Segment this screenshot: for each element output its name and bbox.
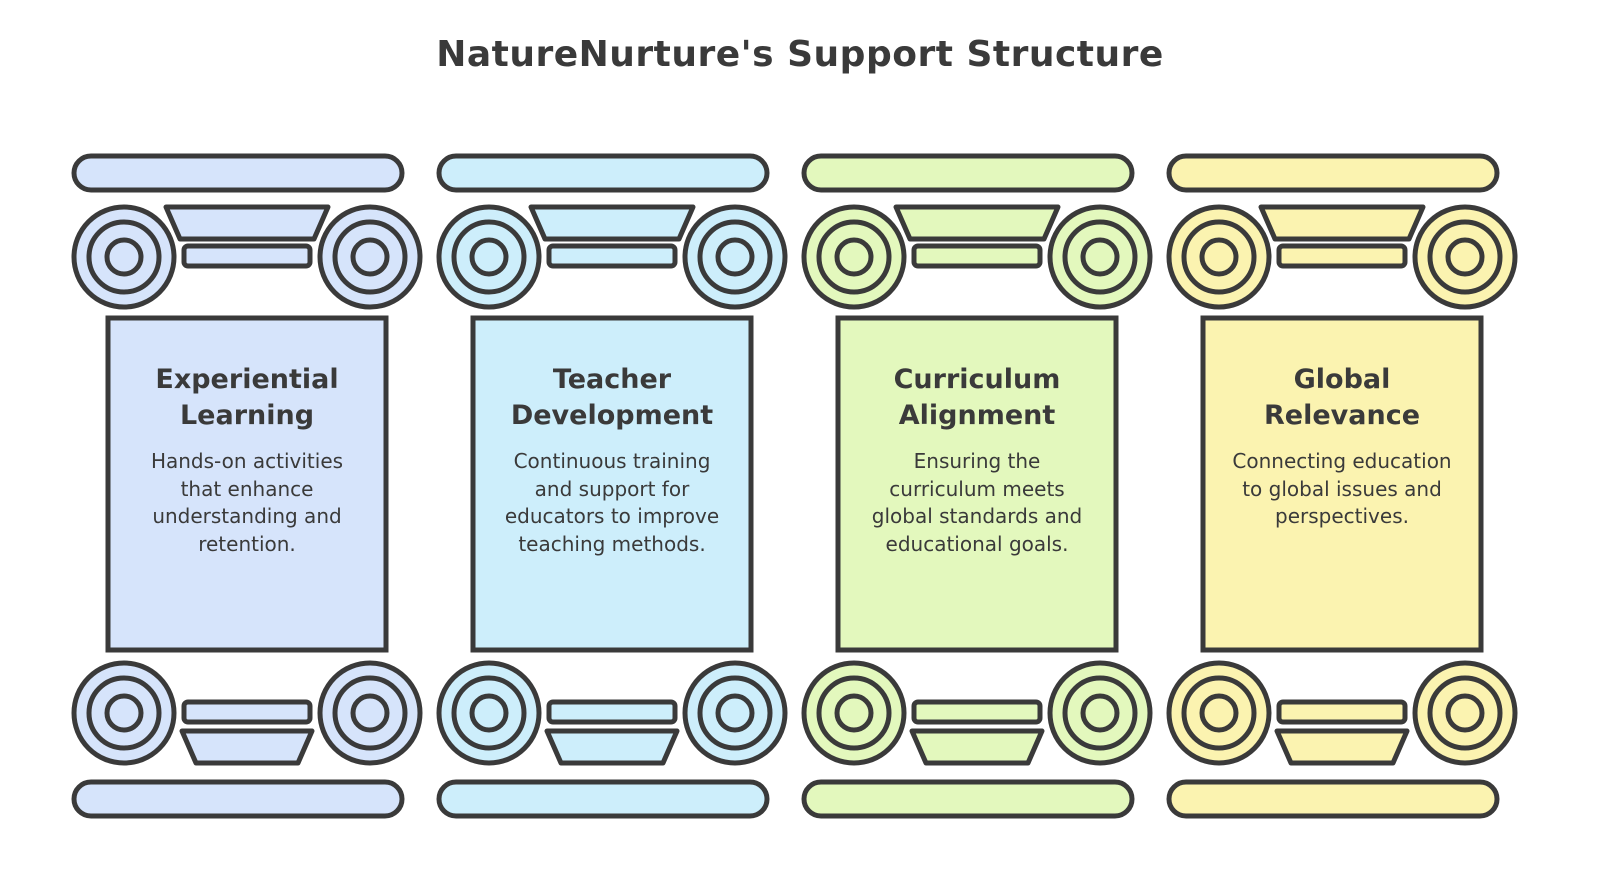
pillar-text: Curriculum Alignment Ensuring the curric…	[867, 362, 1087, 558]
column-capital	[801, 204, 1153, 310]
volute-middle	[816, 219, 892, 295]
volute-middle	[332, 219, 408, 295]
column-shaft	[1200, 315, 1484, 653]
column-shaft	[105, 315, 389, 653]
pillar-experiential-learning: Experiential Learning Hands-on activitie…	[71, 150, 423, 840]
volute-middle	[1181, 219, 1257, 295]
pillar-heading: Teacher Development	[510, 364, 714, 431]
volute-middle	[816, 675, 892, 751]
column-shaft	[835, 315, 1119, 653]
capital-block	[909, 728, 1045, 766]
capital-band	[911, 699, 1043, 725]
pillar-text: Teacher Development Continuous training …	[502, 362, 722, 558]
volute-inner	[469, 693, 509, 733]
capital-block	[1274, 728, 1410, 766]
column-capital	[71, 204, 423, 310]
volute-inner	[350, 237, 390, 277]
pillar-illustration	[71, 153, 423, 819]
volute-inner	[1199, 237, 1239, 277]
volute-inner	[1080, 693, 1120, 733]
capital-block	[163, 204, 331, 242]
column-top-slab	[801, 153, 1135, 193]
column-bottom-slab	[436, 779, 770, 819]
column-shaft	[470, 315, 754, 653]
pillar-illustration	[436, 153, 788, 819]
pillar-curriculum-alignment: Curriculum Alignment Ensuring the curric…	[801, 150, 1153, 840]
volute-middle	[332, 675, 408, 751]
column-base	[436, 660, 788, 766]
pillar-illustration	[801, 153, 1153, 819]
column-capital	[436, 204, 788, 310]
capital-block	[544, 728, 680, 766]
column-base	[1166, 660, 1518, 766]
pillar-heading: Global Relevance	[1263, 364, 1421, 431]
column-base	[801, 660, 1153, 766]
diagram-title: NatureNurture's Support Structure	[436, 34, 1164, 75]
column-base	[71, 660, 423, 766]
volute-middle	[697, 675, 773, 751]
pillar-description: Connecting education to global issues an…	[1232, 449, 1452, 528]
capital-band	[546, 243, 678, 269]
pillar-description: Hands-on activities that enhance underst…	[150, 449, 344, 556]
volute-inner	[104, 693, 144, 733]
pillar-text: Global Relevance Connecting education to…	[1232, 362, 1452, 531]
volute-middle	[1062, 675, 1138, 751]
pillar-global-relevance: Global Relevance Connecting education to…	[1166, 150, 1518, 840]
column-top-slab	[436, 153, 770, 193]
column-capital	[1166, 204, 1518, 310]
volute-middle	[86, 675, 162, 751]
volute-inner	[1199, 693, 1239, 733]
capital-block	[893, 204, 1061, 242]
volute-middle	[86, 219, 162, 295]
volute-middle	[1181, 675, 1257, 751]
capital-block	[528, 204, 696, 242]
capital-block	[179, 728, 315, 766]
volute-middle	[1062, 219, 1138, 295]
volute-inner	[350, 693, 390, 733]
volute-inner	[469, 237, 509, 277]
volute-inner	[715, 237, 755, 277]
pillar-heading: Experiential Learning	[155, 364, 339, 431]
volute-middle	[697, 219, 773, 295]
capital-band	[1276, 699, 1408, 725]
capital-band	[1276, 243, 1408, 269]
capital-band	[181, 699, 313, 725]
pillar-heading: Curriculum Alignment	[893, 364, 1061, 431]
volute-middle	[451, 219, 527, 295]
volute-middle	[1427, 219, 1503, 295]
pillar-description: Ensuring the curriculum meets global sta…	[871, 449, 1083, 556]
capital-band	[911, 243, 1043, 269]
volute-inner	[715, 693, 755, 733]
capital-band	[181, 243, 313, 269]
column-bottom-slab	[801, 779, 1135, 819]
pillar-illustration	[1166, 153, 1518, 819]
pillar-teacher-development: Teacher Development Continuous training …	[436, 150, 788, 840]
volute-middle	[1427, 675, 1503, 751]
volute-inner	[104, 237, 144, 277]
volute-inner	[834, 237, 874, 277]
volute-middle	[451, 675, 527, 751]
volute-inner	[834, 693, 874, 733]
volute-inner	[1445, 693, 1485, 733]
column-top-slab	[71, 153, 405, 193]
pillar-description: Continuous training and support for educ…	[504, 449, 720, 556]
capital-band	[546, 699, 678, 725]
pillar-text: Experiential Learning Hands-on activitie…	[137, 362, 357, 558]
volute-inner	[1080, 237, 1120, 277]
capital-block	[1258, 204, 1426, 242]
column-bottom-slab	[71, 779, 405, 819]
column-top-slab	[1166, 153, 1500, 193]
volute-inner	[1445, 237, 1485, 277]
column-bottom-slab	[1166, 779, 1500, 819]
